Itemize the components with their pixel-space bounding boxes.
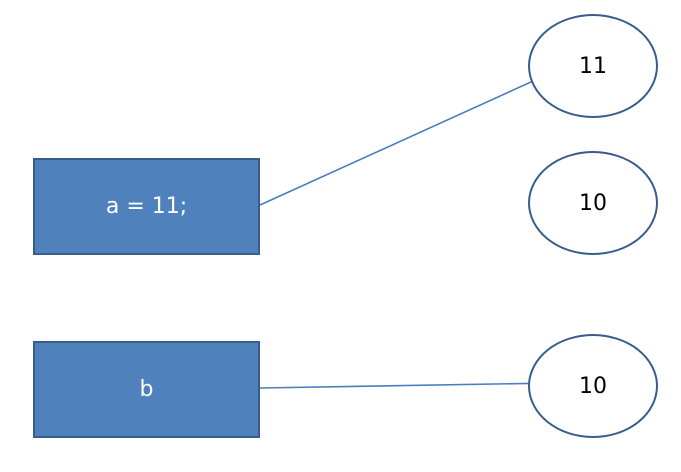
value-node-middle-label: 10 bbox=[579, 190, 607, 216]
variable-box-a-label: a = 11; bbox=[105, 194, 188, 219]
value-node-top-label: 11 bbox=[579, 53, 607, 79]
variable-box-b-label: b bbox=[139, 377, 154, 402]
variable-box-a: a = 11; bbox=[33, 158, 260, 255]
value-node-middle: 10 bbox=[528, 151, 658, 255]
value-node-bottom: 10 bbox=[528, 334, 658, 438]
value-node-bottom-label: 10 bbox=[579, 373, 607, 399]
value-node-top: 11 bbox=[528, 14, 658, 118]
arrow-a-to-11 bbox=[259, 72, 553, 206]
arrow-b-to-10 bbox=[259, 383, 553, 389]
variable-box-b: b bbox=[33, 341, 260, 438]
